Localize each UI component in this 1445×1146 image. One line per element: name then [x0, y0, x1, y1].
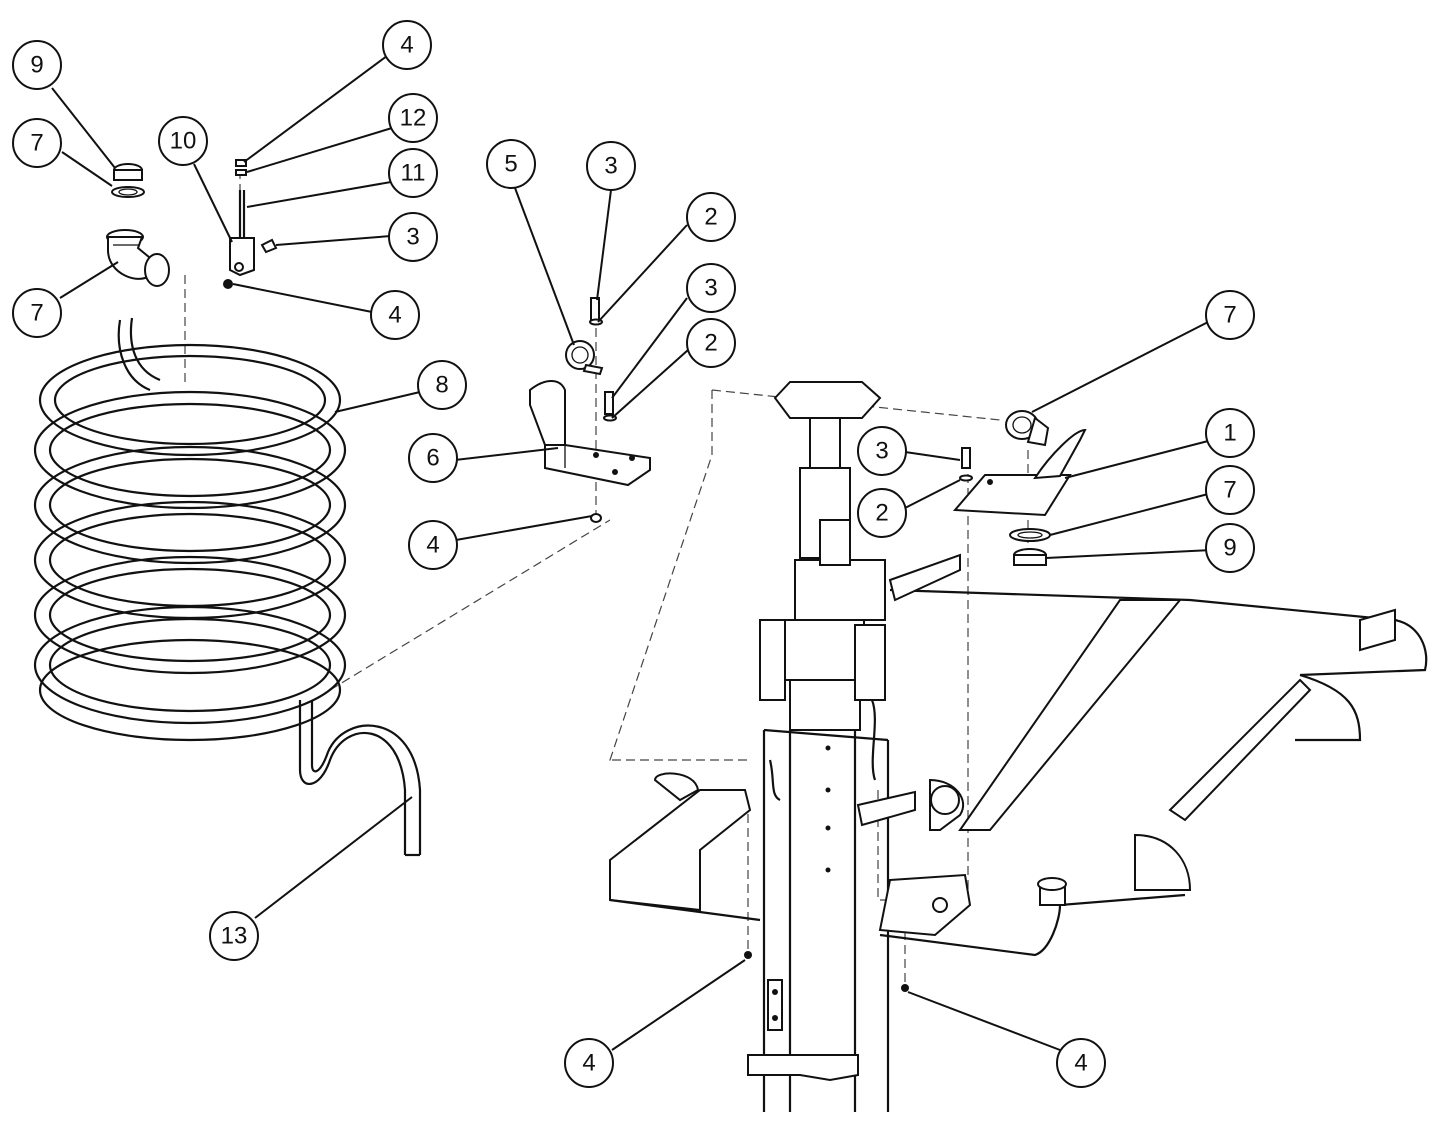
callout-3: 3 — [388, 212, 438, 262]
callout-number: 2 — [704, 330, 717, 357]
callout-4: 4 — [1056, 1038, 1106, 1088]
callout-number: 1 — [1223, 420, 1236, 447]
callout-number: 3 — [406, 224, 419, 251]
callout-number: 3 — [604, 153, 617, 180]
callout-13: 13 — [209, 911, 259, 961]
callout-number: 4 — [582, 1050, 595, 1077]
callout-bubble — [486, 139, 536, 189]
callout-bubble — [686, 318, 736, 368]
callout-number: 11 — [401, 160, 426, 187]
bracket-part-6 — [529, 297, 651, 523]
callout-number: 13 — [221, 923, 248, 950]
callout-2: 2 — [857, 488, 907, 538]
callout-2: 2 — [686, 192, 736, 242]
callout-7: 7 — [12, 288, 62, 338]
callout-number: 9 — [30, 52, 43, 79]
callout-number: 8 — [435, 372, 448, 399]
callout-number: 7 — [30, 130, 43, 157]
callout-7: 7 — [1205, 465, 1255, 515]
callout-4: 4 — [370, 290, 420, 340]
bracket-part-1 — [952, 410, 1087, 566]
callout-bubble — [1205, 465, 1255, 515]
callout-3: 3 — [586, 141, 636, 191]
callout-number: 5 — [504, 151, 517, 178]
callout-4: 4 — [564, 1038, 614, 1088]
callout-bubble — [388, 148, 438, 198]
callout-6: 6 — [408, 433, 458, 483]
callout-number: 7 — [30, 300, 43, 327]
callout-number: 4 — [1074, 1050, 1087, 1077]
callout-3: 3 — [686, 263, 736, 313]
callout-bubble — [12, 118, 62, 168]
callout-number: 6 — [426, 445, 439, 472]
callout-number: 3 — [704, 275, 717, 302]
callout-3: 3 — [857, 426, 907, 476]
callout-bubble — [408, 433, 458, 483]
callout-number: 2 — [875, 500, 888, 527]
callout-number: 4 — [400, 32, 413, 59]
callout-bubble — [686, 192, 736, 242]
telescoping-mast — [744, 381, 909, 1112]
callout-bubble — [12, 40, 62, 90]
callout-number: 7 — [1223, 477, 1236, 504]
callout-bubble — [1205, 290, 1255, 340]
callout-9: 9 — [12, 40, 62, 90]
callout-bubble — [586, 141, 636, 191]
callout-1: 1 — [1205, 408, 1255, 458]
callout-number: 9 — [1223, 535, 1236, 562]
callout-2: 2 — [686, 318, 736, 368]
leader-lines — [51, 52, 1213, 1051]
callout-number: 10 — [170, 128, 197, 155]
callout-number: 4 — [426, 532, 439, 559]
callout-number: 4 — [388, 302, 401, 329]
callout-10: 10 — [158, 116, 208, 166]
clamp-part-5 — [565, 340, 604, 376]
callout-number: 7 — [1223, 302, 1236, 329]
callout-bubble — [209, 911, 259, 961]
callout-bubble — [370, 290, 420, 340]
callout-4: 4 — [408, 520, 458, 570]
callout-number: 12 — [400, 105, 427, 132]
elbow-fitting-left — [106, 163, 170, 287]
callout-bubble — [564, 1038, 614, 1088]
callout-number: 3 — [875, 438, 888, 465]
callout-bubble — [408, 520, 458, 570]
callout-bubble — [857, 488, 907, 538]
callout-bubble — [158, 116, 208, 166]
callout-7: 7 — [1205, 290, 1255, 340]
callout-bubble — [12, 288, 62, 338]
callout-7: 7 — [12, 118, 62, 168]
callout-9: 9 — [1205, 523, 1255, 573]
hose-coil — [33, 317, 422, 857]
callout-bubble — [417, 360, 467, 410]
callout-5: 5 — [486, 139, 536, 189]
callout-12: 12 — [388, 93, 438, 143]
callout-number: 2 — [704, 204, 717, 231]
callout-8: 8 — [417, 360, 467, 410]
callout-bubble — [1205, 408, 1255, 458]
callout-bubble — [857, 426, 907, 476]
callout-bubble — [686, 263, 736, 313]
callout-4: 4 — [382, 20, 432, 70]
clamp-assembly — [223, 159, 278, 289]
callout-bubble — [382, 20, 432, 70]
callout-bubble — [1205, 523, 1255, 573]
callout-bubble — [388, 212, 438, 262]
callout-11: 11 — [388, 148, 438, 198]
platform-frame — [609, 553, 1428, 957]
callout-bubble — [388, 93, 438, 143]
callout-bubble — [1056, 1038, 1106, 1088]
